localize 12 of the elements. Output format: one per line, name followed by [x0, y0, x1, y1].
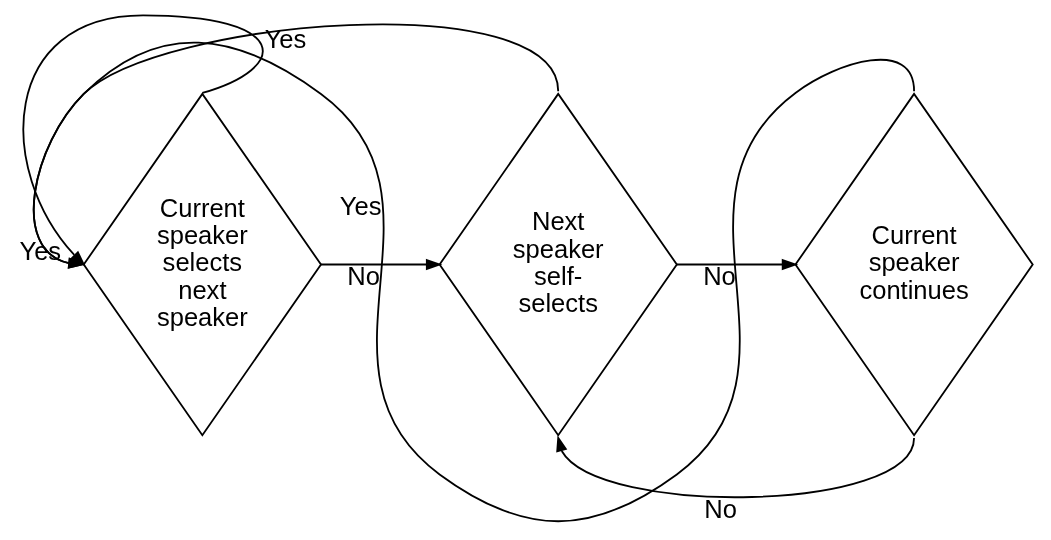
edge-label: No — [702, 261, 736, 290]
edge-label: No — [346, 261, 380, 290]
node-diamond: Next speaker self-selects — [438, 92, 678, 437]
arrow — [319, 258, 442, 271]
edge-label: Yes — [339, 191, 381, 220]
edge-label: Yes — [264, 25, 306, 54]
node-diamond: Current speaker selects next speaker — [82, 92, 322, 437]
arrow — [555, 435, 915, 498]
arrow — [21, 14, 264, 267]
edge-label: No — [703, 494, 737, 523]
node-diamond: Current speaker continues — [793, 92, 1034, 437]
arrow — [675, 258, 798, 271]
